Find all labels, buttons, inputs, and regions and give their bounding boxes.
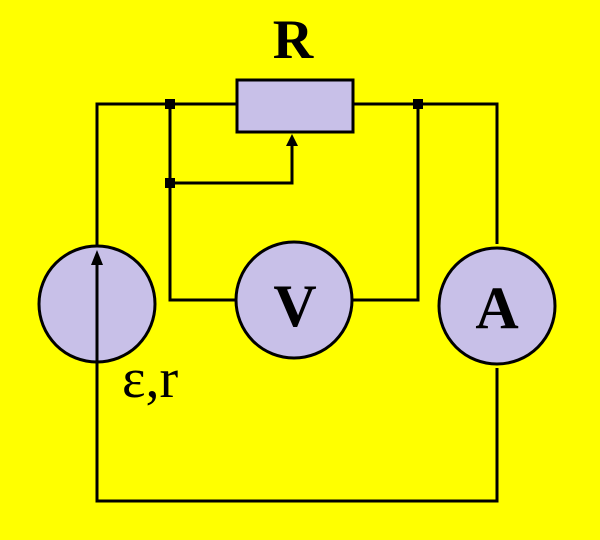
junction-dot [165, 99, 175, 109]
resistor-label: R [273, 9, 314, 71]
wire-right-top [353, 102, 499, 244]
source-label: ε,r [122, 348, 179, 410]
wire-voltmeter-left [168, 104, 236, 302]
source-arrowhead [91, 250, 103, 265]
junction-dot [165, 178, 175, 188]
wire-slider [170, 142, 294, 185]
ammeter-circle [437, 246, 557, 366]
wire-voltmeter-right [352, 104, 420, 302]
slider-arrowhead [286, 134, 298, 146]
voltmeter-circle [234, 240, 354, 360]
wire-bottom [95, 368, 499, 503]
junction-dot [413, 99, 423, 109]
ammeter-label: A [475, 275, 518, 341]
resistor-rheostat [235, 78, 355, 134]
voltmeter-label: V [273, 273, 316, 339]
